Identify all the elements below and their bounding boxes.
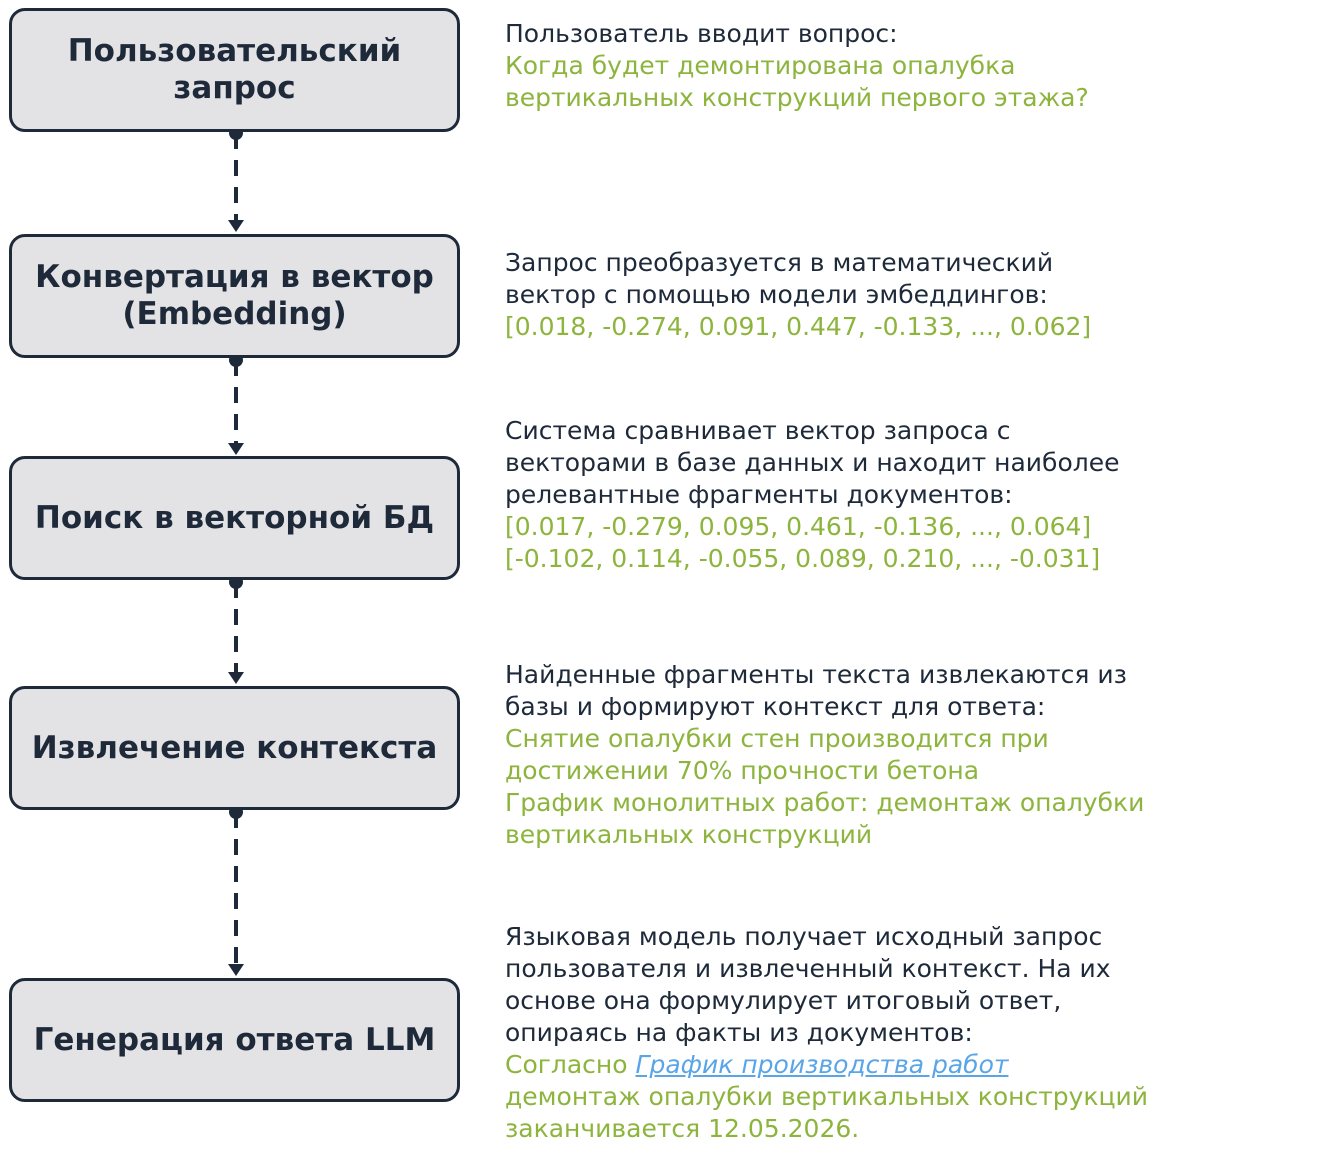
description-line: базы и формируют контекст для ответа: [505, 692, 1046, 721]
step-title: Конвертация в вектор (Embedding) [35, 259, 434, 332]
answer-prefix: Согласно [505, 1050, 628, 1079]
step-title: Поиск в векторной БД [34, 499, 435, 536]
description-line: Система сравнивает вектор запроса с [505, 416, 1011, 445]
step-2-description: Запрос преобразуется в математический ве… [505, 247, 1325, 343]
description-line: опираясь на факты из документов: [505, 1018, 973, 1047]
answer-first-line: Согласно График производства работ [505, 1049, 1325, 1081]
description-line: Найденные фрагменты текста извлекаются и… [505, 660, 1127, 689]
step-5-description: Языковая модель получает исходный запрос… [505, 921, 1325, 1145]
description-line: векторами в базе данных и находит наибол… [505, 448, 1120, 477]
step-llm-generation: Генерация ответа LLM [9, 978, 460, 1102]
arrowhead-2 [228, 443, 244, 455]
context-fragment-line: вертикальных конструкций [505, 820, 873, 849]
step-1-description: Пользователь вводит вопрос: Когда будет … [505, 18, 1325, 114]
step-title: Пользовательский запрос [67, 33, 402, 106]
step-title: Генерация ответа LLM [33, 1021, 436, 1058]
step-3-description: Система сравнивает вектор запроса с вект… [505, 415, 1325, 575]
description-line: Языковая модель получает исходный запрос [505, 922, 1103, 951]
step-embedding: Конвертация в вектор (Embedding) [9, 234, 460, 358]
description-line: Запрос преобразуется в математический [505, 248, 1054, 277]
context-fragment-line: Снятие опалубки стен производится при [505, 724, 1049, 753]
source-document-link[interactable]: График производства работ [635, 1050, 1009, 1079]
arrowhead-4 [228, 964, 244, 976]
description-line: основе она формулирует итоговый ответ, [505, 986, 1062, 1015]
context-fragment-line: достижении 70% прочности бетона [505, 756, 980, 785]
step-title: Извлечение контекста [31, 729, 438, 766]
step-vector-search: Поиск в векторной БД [9, 456, 460, 580]
step-context-extraction: Извлечение контекста [9, 686, 460, 810]
vector-example: [0.017, -0.279, 0.095, 0.461, -0.136, ..… [505, 512, 1092, 541]
example-query-line: вертикальных конструкций первого этажа? [505, 83, 1089, 112]
example-query-line: Когда будет демонтирована опалубка [505, 51, 1016, 80]
description-line: релевантные фрагменты документов: [505, 480, 1013, 509]
arrowhead-1 [228, 220, 244, 232]
vector-example: [-0.102, 0.114, -0.055, 0.089, 0.210, ..… [505, 544, 1101, 573]
step-4-description: Найденные фрагменты текста извлекаются и… [505, 659, 1325, 851]
description-line: вектор с помощью модели эмбеддингов: [505, 280, 1048, 309]
description-line: пользователя и извлеченный контекст. На … [505, 954, 1111, 983]
vector-example: [0.018, -0.274, 0.091, 0.447, -0.133, ..… [505, 312, 1092, 341]
description-line: Пользователь вводит вопрос: [505, 19, 898, 48]
arrowhead-3 [228, 672, 244, 684]
context-fragment-line: График монолитных работ: демонтаж опалуб… [505, 788, 1145, 817]
answer-line: демонтаж опалубки вертикальных конструкц… [505, 1082, 1149, 1111]
step-user-query: Пользовательский запрос [9, 8, 460, 132]
answer-line: заканчивается 12.05.2026. [505, 1114, 860, 1143]
